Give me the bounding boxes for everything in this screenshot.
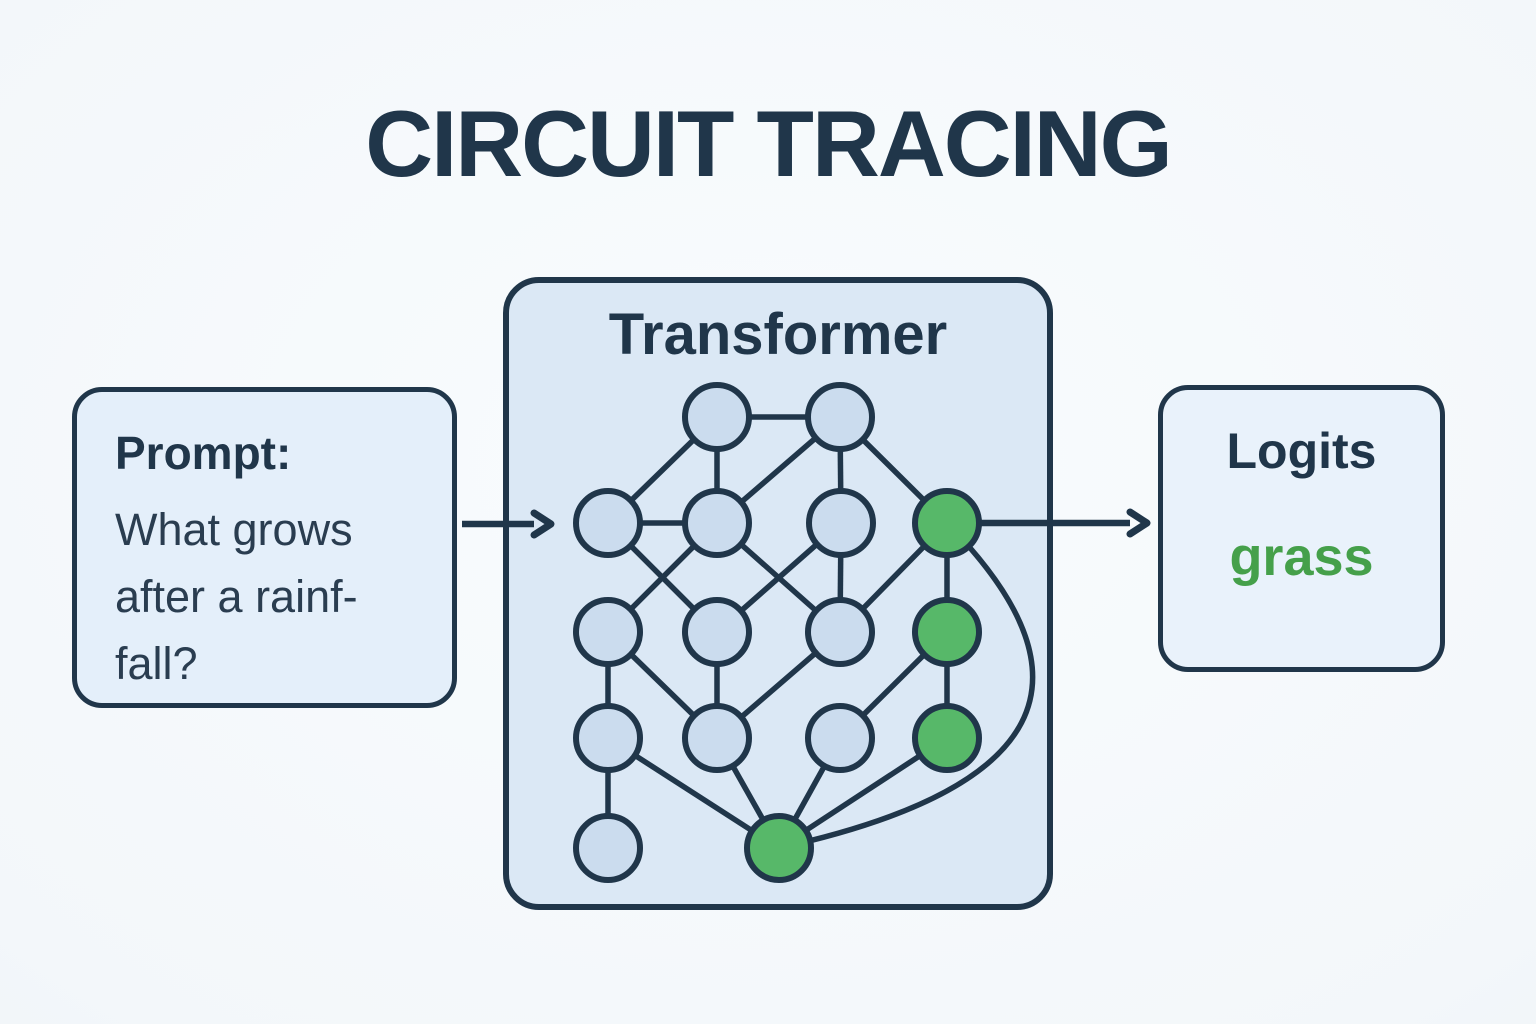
network-node-E: [806, 488, 876, 558]
network-node-M: [805, 703, 875, 773]
prompt-question: What grows after a rainf- fall?: [115, 496, 432, 697]
logits-box: Logits grass: [1158, 385, 1445, 672]
transformer-box: [503, 277, 1053, 910]
prompt-box: Prompt: What grows after a rainf- fall?: [72, 387, 457, 708]
network-node-H: [682, 597, 752, 667]
active-circuit-node-P: [744, 813, 814, 883]
network-node-C: [573, 488, 643, 558]
transformer-to-logits-arrowhead: [1126, 508, 1151, 538]
network-node-A: [682, 382, 752, 452]
active-circuit-node-J: [912, 597, 982, 667]
active-circuit-node-N: [912, 703, 982, 773]
logits-label: Logits: [1226, 423, 1377, 479]
network-node-K: [573, 703, 643, 773]
prompt-question-line-2: after a rainf-: [115, 571, 358, 622]
network-node-O: [573, 813, 643, 883]
transformer-label: Transformer: [608, 302, 948, 367]
active-circuit-node-F: [912, 488, 982, 558]
page-title: CIRCUIT TRACING: [365, 91, 1173, 196]
prompt-to-transformer-arrowhead: [530, 509, 555, 539]
prompt-label: Prompt:: [115, 427, 292, 479]
prompt-question-line-1: What grows: [115, 504, 353, 555]
network-node-G: [573, 597, 643, 667]
network-node-L: [682, 703, 752, 773]
network-node-I: [805, 597, 875, 667]
network-node-B: [805, 382, 875, 452]
prompt-question-line-3: fall?: [115, 638, 198, 689]
network-node-D: [682, 488, 752, 558]
predicted-token: grass: [1229, 527, 1374, 587]
network-curved-edge-F-P: [778, 521, 1036, 851]
